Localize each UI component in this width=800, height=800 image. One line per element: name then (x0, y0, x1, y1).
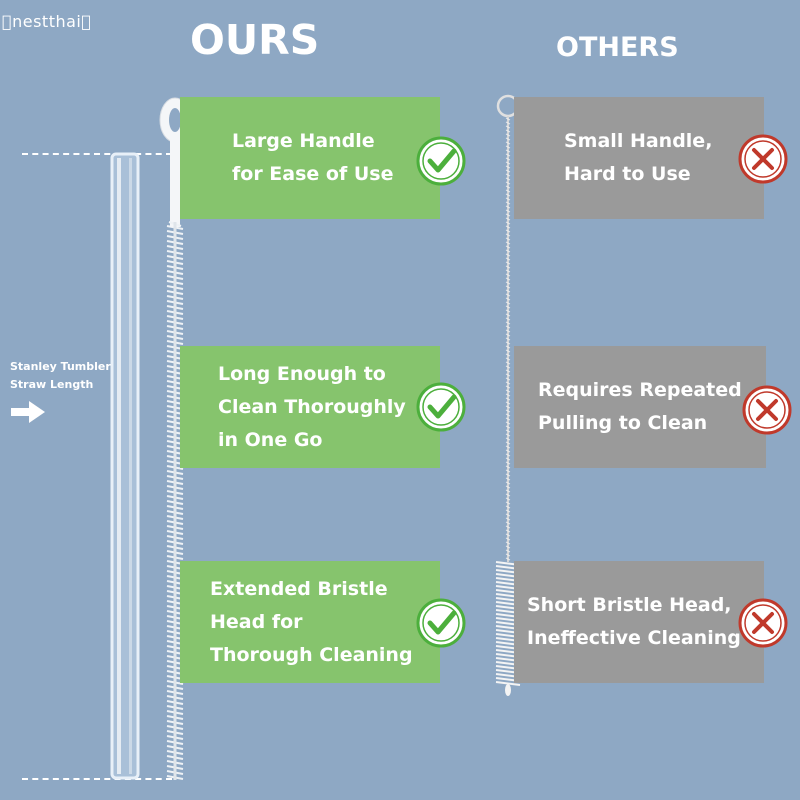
ours-box-3: Extended Bristle Head for Thorough Clean… (180, 561, 440, 683)
x-circle-icon (742, 385, 792, 435)
others-box-2-text: Requires Repeated Pulling to Clean (538, 379, 742, 434)
others-box-3-text: Short Bristle Head, Ineffective Cleaning (527, 594, 741, 649)
straw-top-dashed-line (22, 153, 172, 155)
straw-bottom-dashed-line (22, 778, 172, 780)
x-circle-icon (738, 134, 788, 184)
glass-straw (110, 152, 140, 780)
ours-box-1: Large Handle for Ease of Use (180, 97, 440, 219)
others-box-2: Requires Repeated Pulling to Clean (514, 346, 766, 468)
arrow-right-icon (11, 401, 45, 423)
others-box-1-text: Small Handle, Hard to Use (564, 130, 713, 185)
ours-heading: OURS (190, 16, 320, 64)
check-circle-icon (416, 382, 466, 432)
ours-box-3-text: Extended Bristle Head for Thorough Clean… (210, 577, 413, 666)
watermark:  nestthai  (2, 12, 92, 31)
ours-box-1-text: Large Handle for Ease of Use (232, 130, 394, 185)
check-circle-icon (416, 136, 466, 186)
straw-length-label: Stanley Tumbler Straw Length (10, 360, 111, 391)
others-heading: OTHERS (556, 32, 679, 63)
x-circle-icon (738, 598, 788, 648)
others-box-3: Short Bristle Head, Ineffective Cleaning (514, 561, 764, 683)
ours-box-2: Long Enough to Clean Thoroughly in One G… (180, 346, 440, 468)
ours-box-2-text: Long Enough to Clean Thoroughly in One G… (218, 362, 406, 451)
others-box-1: Small Handle, Hard to Use (514, 97, 764, 219)
check-circle-icon (416, 598, 466, 648)
